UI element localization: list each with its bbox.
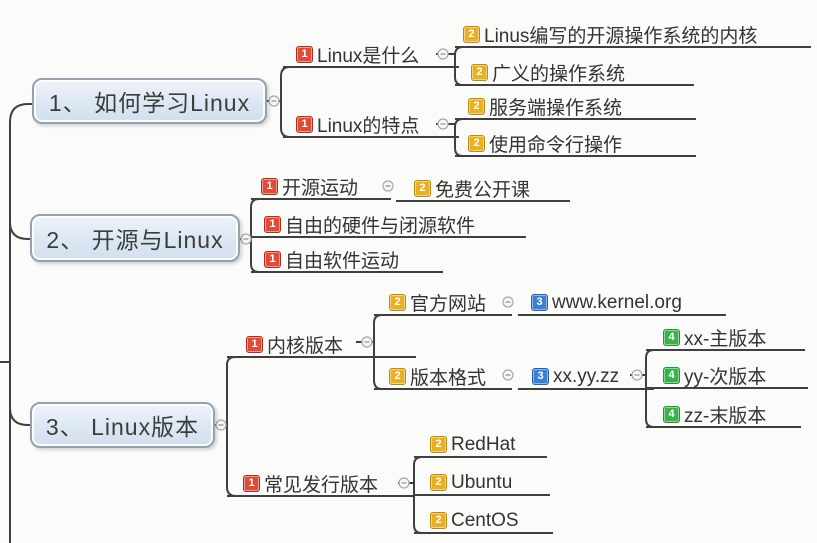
priority-2-marker-icon: 2 bbox=[414, 179, 431, 197]
priority-1-marker-icon: 1 bbox=[264, 250, 281, 268]
priority-3-marker-icon: 3 bbox=[532, 367, 549, 385]
topic-label: www.kernel.org bbox=[552, 291, 682, 313]
topic-free-software-movement[interactable]: 1 自由软件运动 bbox=[251, 247, 443, 273]
collapse-toggle[interactable] bbox=[240, 233, 252, 245]
topic-label: xx.yy.zz bbox=[553, 365, 620, 387]
topic-free-open-courses[interactable]: 2 免费公开课 bbox=[396, 176, 570, 202]
priority-2-marker-icon: 2 bbox=[468, 97, 485, 115]
topic-label: CentOS bbox=[451, 509, 519, 531]
priority-2-marker-icon: 2 bbox=[430, 435, 447, 453]
trunk-line bbox=[9, 103, 32, 543]
topic-label: 自由软件运动 bbox=[285, 251, 400, 272]
topic-label: 开源运动 bbox=[282, 178, 359, 199]
topic-label: 免费公开课 bbox=[435, 180, 531, 201]
topic-label: Linus编写的开源操作系统的内核 bbox=[484, 26, 758, 47]
priority-4-marker-icon: 4 bbox=[663, 405, 680, 423]
topic-redhat[interactable]: 2 RedHat bbox=[414, 432, 547, 458]
priority-2-marker-icon: 2 bbox=[389, 293, 406, 311]
priority-1-marker-icon: 1 bbox=[264, 215, 281, 233]
topic-label: Linux的特点 bbox=[317, 116, 420, 137]
topic-label: 内核版本 bbox=[267, 336, 344, 357]
topic-label: xx-主版本 bbox=[684, 329, 767, 350]
priority-1-marker-icon: 1 bbox=[296, 45, 313, 63]
priority-2-marker-icon: 2 bbox=[463, 25, 480, 43]
priority-2-marker-icon: 2 bbox=[430, 511, 447, 529]
topic-label: zz-末版本 bbox=[684, 406, 767, 427]
topic-zz-last-version[interactable]: 4 zz-末版本 bbox=[646, 402, 801, 428]
topic-xx-major-version[interactable]: 4 xx-主版本 bbox=[646, 325, 805, 351]
topic-label: RedHat bbox=[451, 433, 516, 455]
topic-ubuntu[interactable]: 2 Ubuntu bbox=[414, 470, 550, 496]
topic-xx-yy-zz[interactable]: 3 xx.yy.zz bbox=[518, 364, 654, 390]
main-topic-linux-versions[interactable]: 3、 Linux版本 bbox=[30, 402, 215, 448]
branch3-connector bbox=[9, 407, 30, 426]
topic-label: 官方网站 bbox=[410, 294, 487, 315]
priority-2-marker-icon: 2 bbox=[468, 134, 485, 152]
topic-kernel-version[interactable]: 1 内核版本 bbox=[227, 332, 416, 358]
collapse-toggle[interactable] bbox=[215, 419, 227, 431]
topic-label: Linux是什么 bbox=[317, 46, 420, 67]
topic-label: 版本格式 bbox=[410, 368, 487, 389]
topic-version-format[interactable]: 2 版本格式 bbox=[374, 364, 512, 390]
main-topic-label: 1、 如何学习Linux bbox=[48, 90, 251, 116]
topic-command-line-operation[interactable]: 2 使用命令行操作 bbox=[455, 131, 696, 157]
topic-linux-features[interactable]: 1 Linux的特点 bbox=[283, 112, 459, 138]
topic-yy-minor-version[interactable]: 4 yy-次版本 bbox=[646, 363, 808, 389]
main-topic-label: 2、 开源与Linux bbox=[46, 227, 224, 253]
priority-4-marker-icon: 4 bbox=[663, 366, 680, 384]
topic-label: yy-次版本 bbox=[684, 367, 767, 388]
topic-label: 自由的硬件与闭源软件 bbox=[285, 216, 476, 237]
priority-1-marker-icon: 1 bbox=[243, 474, 260, 492]
main-topic-label: 3、 Linux版本 bbox=[45, 414, 200, 440]
priority-1-marker-icon: 1 bbox=[246, 335, 263, 353]
topic-broad-operating-system[interactable]: 2 广义的操作系统 bbox=[455, 60, 694, 86]
priority-2-marker-icon: 2 bbox=[430, 473, 447, 491]
main-topic-how-to-learn-linux[interactable]: 1、 如何学习Linux bbox=[32, 78, 267, 124]
collapse-toggle[interactable] bbox=[268, 95, 280, 107]
topic-kernel-org-url[interactable]: 3 www.kernel.org bbox=[518, 290, 726, 316]
topic-opensource-movement[interactable]: 1 开源运动 bbox=[251, 174, 391, 200]
branch2-connector bbox=[9, 221, 30, 240]
topic-free-hardware-closed-software[interactable]: 1 自由的硬件与闭源软件 bbox=[251, 212, 526, 238]
main-topic-opensource-and-linux[interactable]: 2、 开源与Linux bbox=[30, 214, 240, 262]
topic-common-distributions[interactable]: 1 常见发行版本 bbox=[227, 471, 414, 497]
topic-label: Ubuntu bbox=[451, 471, 513, 493]
topic-centos[interactable]: 2 CentOS bbox=[414, 508, 553, 534]
topic-label: 服务端操作系统 bbox=[489, 98, 623, 119]
priority-2-marker-icon: 2 bbox=[471, 63, 488, 81]
priority-3-marker-icon: 3 bbox=[531, 293, 548, 311]
priority-1-marker-icon: 1 bbox=[261, 177, 278, 195]
topic-linux-what[interactable]: 1 Linux是什么 bbox=[283, 42, 459, 68]
priority-1-marker-icon: 1 bbox=[296, 115, 313, 133]
priority-4-marker-icon: 4 bbox=[663, 328, 680, 346]
topic-label: 使用命令行操作 bbox=[489, 135, 623, 156]
priority-2-marker-icon: 2 bbox=[389, 367, 406, 385]
topic-server-operating-system[interactable]: 2 服务端操作系统 bbox=[455, 94, 696, 120]
topic-official-website[interactable]: 2 官方网站 bbox=[374, 290, 512, 316]
topic-linus-kernel-definition[interactable]: 2 Linus编写的开源操作系统的内核 bbox=[455, 22, 811, 48]
topic-label: 广义的操作系统 bbox=[492, 64, 626, 85]
topic-label: 常见发行版本 bbox=[264, 475, 379, 496]
